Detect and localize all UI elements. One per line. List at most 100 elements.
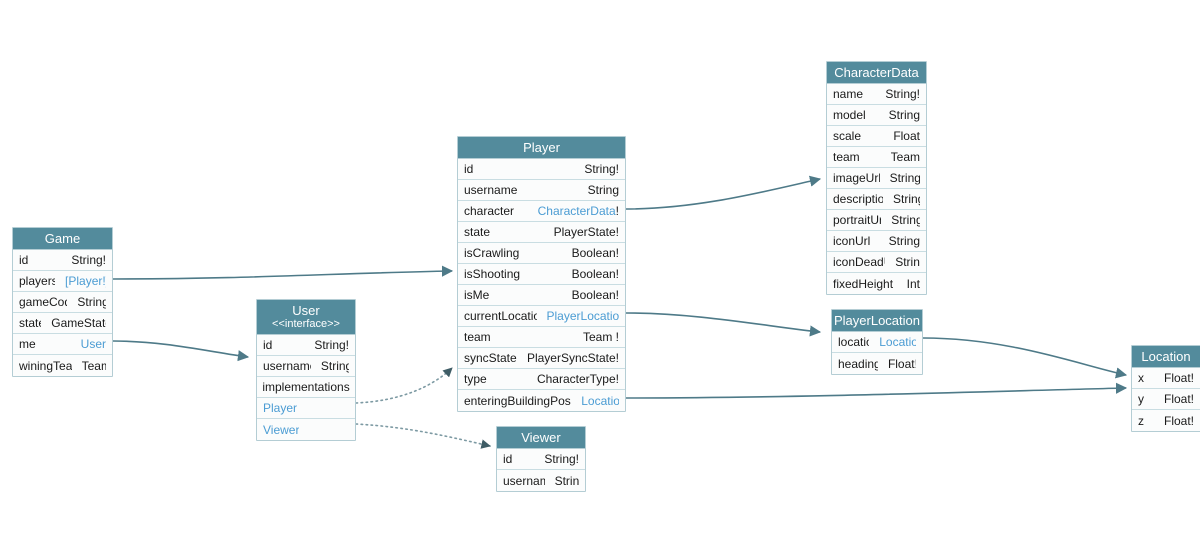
field-row: id String! (257, 335, 355, 356)
field-type: String (320, 359, 349, 373)
implementation-row[interactable]: Viewer (257, 419, 355, 440)
entity-user-stereotype: <<interface>> (272, 318, 340, 330)
field-type: String! (71, 253, 106, 267)
field-name: state (19, 316, 41, 330)
field-type: Float (893, 129, 920, 143)
field-name: winingTeam (19, 358, 72, 373)
field-type-text: CharacterData (537, 204, 616, 218)
field-type: Boolean! (571, 267, 619, 281)
field-name: name (833, 87, 864, 101)
field-name: players (19, 274, 56, 288)
field-name: portraitUrl (833, 213, 882, 227)
field-type[interactable]: PlayerLocation! (547, 306, 620, 326)
field-row: id String! (13, 250, 112, 271)
field-row: type CharacterType! (458, 369, 625, 390)
entity-game[interactable]: Game id String! players [Player!] gameCo… (12, 227, 113, 377)
field-type: Team ! (582, 330, 619, 344)
field-row: z Float! (1132, 410, 1200, 431)
field-row: location Location! (832, 332, 922, 353)
field-type[interactable]: Location! (879, 335, 916, 349)
field-row: isShooting Boolean! (458, 264, 625, 285)
field-type: Float! (1163, 371, 1194, 385)
field-row: id String! (497, 449, 585, 470)
field-row: me User (13, 334, 112, 355)
field-row: team Team (827, 147, 926, 168)
field-row: username String (497, 470, 585, 491)
field-row: isMe Boolean! (458, 285, 625, 306)
field-name: character (464, 204, 515, 218)
field-row: enteringBuildingPosition Location (458, 390, 625, 411)
field-type: String (587, 183, 619, 197)
field-name: isMe (464, 288, 490, 302)
field-type: String (892, 192, 920, 206)
field-type: Float! (1163, 413, 1194, 428)
field-row: iconUrl String (827, 231, 926, 252)
entity-player[interactable]: Player id String! username String charac… (457, 136, 626, 412)
field-type: Float! (887, 356, 916, 371)
implementation-name[interactable]: Viewer (263, 422, 300, 437)
field-type: String! (77, 295, 106, 309)
field-type[interactable]: CharacterData! (538, 201, 619, 221)
field-name: isCrawling (464, 246, 520, 260)
field-name: username (263, 359, 311, 373)
field-row: character CharacterData! (458, 201, 625, 222)
field-row: team Team ! (458, 327, 625, 348)
field-name: scale (833, 129, 862, 143)
field-row: scale Float (827, 126, 926, 147)
field-name: username (503, 473, 545, 488)
entity-user[interactable]: User <<interface>> id String! username S… (256, 299, 356, 441)
field-row: syncState PlayerSyncState! (458, 348, 625, 369)
field-row: y Float! (1132, 389, 1200, 410)
field-row: state PlayerState! (458, 222, 625, 243)
field-name: y (1138, 392, 1144, 406)
field-name: x (1138, 371, 1144, 385)
implementation-name[interactable]: Player (263, 401, 298, 415)
entity-viewer[interactable]: Viewer id String! username String (496, 426, 586, 492)
edge-player-enteringbuildingposition-to-location (625, 382, 1128, 399)
entity-player-location-header: PlayerLocation (832, 310, 922, 332)
field-type: GameState! (51, 316, 106, 330)
edge-user-player-impl (355, 367, 453, 404)
entity-character-data[interactable]: CharacterData name String! model String … (826, 61, 927, 295)
field-name: gameCode (19, 295, 67, 309)
entity-game-header: Game (13, 228, 112, 250)
field-name: iconUrl (833, 234, 871, 248)
edge-game-players-to-player (112, 265, 454, 280)
edge-player-currentlocation-to-playerlocation (625, 312, 822, 337)
field-type[interactable]: [Player!] (65, 274, 106, 288)
field-name: team (464, 330, 491, 344)
field-type: Int (906, 276, 920, 291)
implementation-row[interactable]: Player (257, 398, 355, 419)
field-row: portraitUrl String (827, 210, 926, 231)
field-type: Boolean! (571, 246, 619, 260)
field-type[interactable]: Location (581, 393, 619, 408)
field-name: z (1138, 413, 1144, 428)
field-type: String! (584, 162, 619, 176)
edge-player-character-to-characterdata (625, 175, 822, 210)
field-row: username String (257, 356, 355, 377)
field-type-text: PlayerLocation (546, 309, 620, 323)
implementations-label-row: implementations (257, 377, 355, 398)
field-type[interactable]: User (80, 337, 106, 351)
field-row: winingTeam Team (13, 355, 112, 376)
field-row: currentLocation PlayerLocation! (458, 306, 625, 327)
field-row: fixedHeight Int (827, 273, 926, 294)
entity-user-name: User (292, 303, 320, 318)
field-type: Float! (1163, 392, 1194, 406)
entity-location[interactable]: Location x Float! y Float! z Float! (1131, 345, 1200, 432)
field-name: heading (838, 356, 878, 371)
entity-player-location[interactable]: PlayerLocation location Location! headin… (831, 309, 923, 375)
field-name: location (838, 335, 869, 349)
field-name: syncState (464, 351, 517, 365)
field-row: heading Float! (832, 353, 922, 374)
entity-user-header: User <<interface>> (257, 300, 355, 335)
field-row: x Float! (1132, 368, 1200, 389)
edge-playerlocation-location-to-location (922, 337, 1128, 379)
field-name: imageUrl (833, 171, 880, 185)
field-type: String! (314, 338, 349, 352)
field-type: String! (885, 87, 920, 101)
field-type: String (895, 255, 920, 269)
field-type: Boolean! (571, 288, 619, 302)
field-type: String! (544, 452, 579, 466)
